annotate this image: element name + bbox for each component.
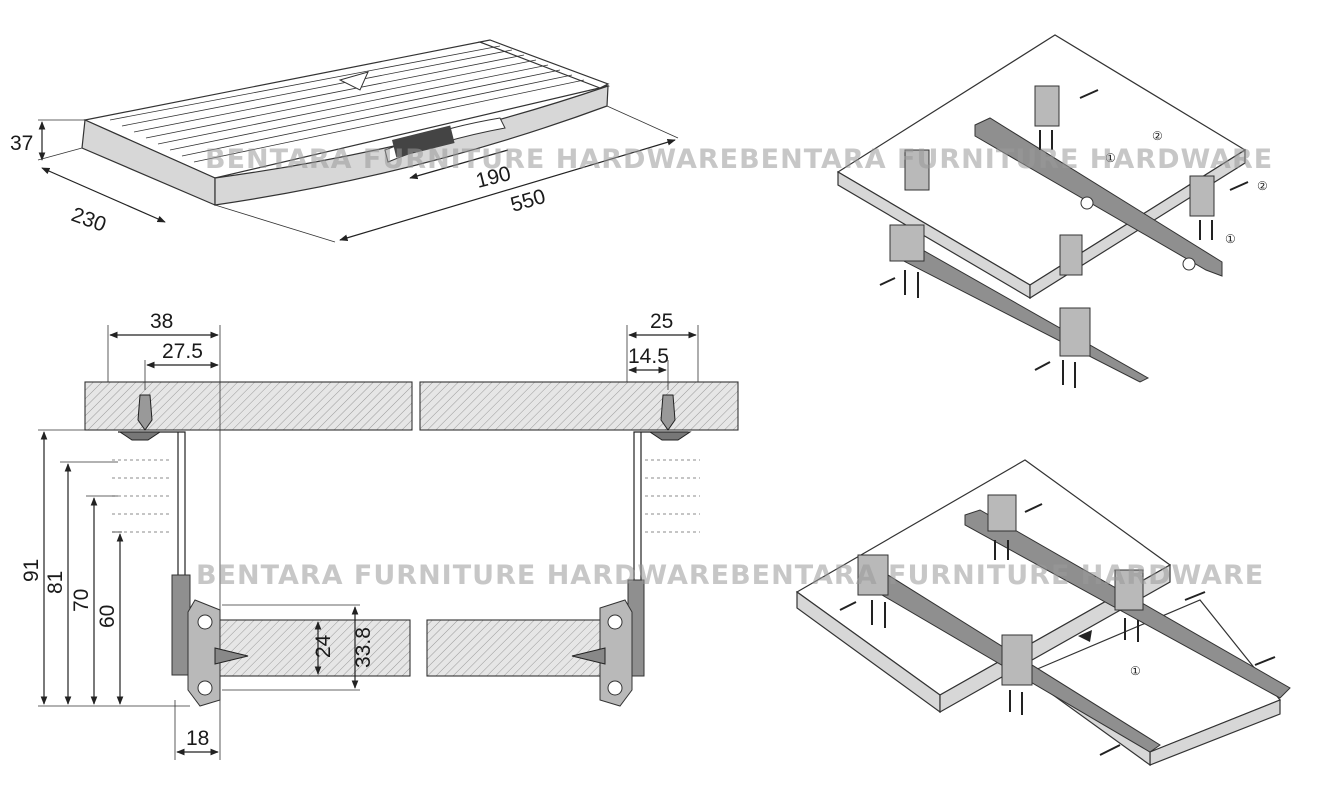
dim-h91: 91 xyxy=(20,559,43,582)
watermark-middle: BENTARA FURNITURE HARDWAREBENTARA FURNIT… xyxy=(196,560,1264,591)
assembly-bottom-view: ① xyxy=(795,459,1291,767)
dim-depth: 230 xyxy=(68,203,109,237)
callout-1a: ① xyxy=(1105,151,1116,165)
callout-2a: ② xyxy=(1152,129,1163,143)
dim-width: 550 xyxy=(508,185,548,217)
dim-left-inner: 27.5 xyxy=(162,340,203,363)
dim-right-inner: 14.5 xyxy=(628,345,669,368)
dim-h70: 70 xyxy=(70,589,93,612)
section-view: 38 27.5 25 14.5 91 81 70 60 24 33.8 xyxy=(20,310,739,760)
dim-h60: 60 xyxy=(96,605,119,628)
dim-right-outer: 25 xyxy=(650,310,673,333)
keyboard-tray-isometric xyxy=(81,39,611,206)
assembly-top-view: ① ② ② ① xyxy=(836,34,1268,388)
dim-h81: 81 xyxy=(44,571,67,594)
dim-board-24: 24 xyxy=(312,634,335,658)
callout-1b: ① xyxy=(1225,232,1236,246)
watermark-top: BENTARA FURNITURE HARDWAREBENTARA FURNIT… xyxy=(205,144,1273,175)
dim-board-33-8: 33.8 xyxy=(352,627,375,668)
callout-2b: ② xyxy=(1257,179,1268,193)
dim-height: 37 xyxy=(10,132,33,155)
dim-left-outer: 38 xyxy=(150,310,173,333)
callout-1: ① xyxy=(1130,664,1141,678)
dim-bottom-18: 18 xyxy=(186,727,209,750)
